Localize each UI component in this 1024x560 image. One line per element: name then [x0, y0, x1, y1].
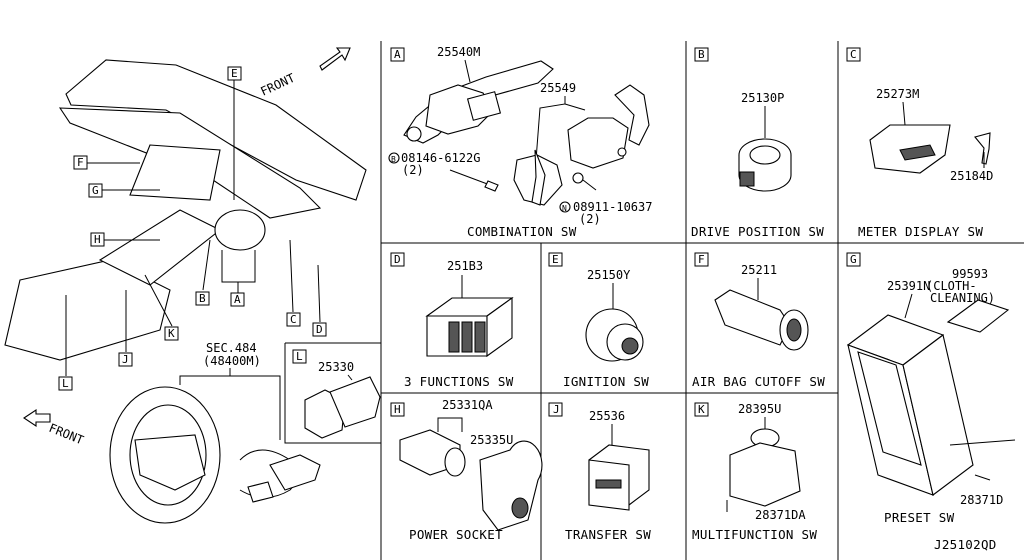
part-number: 25549	[540, 81, 576, 95]
combination-switch-drawing: 25540M 25549 B 08146-6122G (2) N 08911-1…	[388, 45, 652, 226]
sec-reference: SEC.484	[206, 341, 257, 355]
part-number: 251B3	[447, 259, 483, 273]
section-letter-H: H	[390, 402, 405, 417]
part-number: 25540M	[437, 45, 480, 59]
svg-text:J: J	[122, 353, 129, 366]
switch-L-drawing: 25330	[304, 360, 381, 439]
svg-text:D: D	[316, 323, 323, 336]
svg-text:K: K	[168, 327, 175, 340]
part-number: 25130P	[741, 91, 784, 105]
part-number: 25331QA	[442, 398, 493, 412]
caption-3-functions-sw: 3 FUNCTIONS SW	[404, 374, 514, 389]
svg-text:C: C	[850, 48, 857, 61]
caption-combination-sw: COMBINATION SW	[467, 224, 577, 239]
power-socket-drawing: 25331QA 25335U	[399, 398, 543, 531]
sec-part-number: (48400M)	[203, 354, 261, 368]
caption-power-socket: POWER SOCKET	[409, 527, 503, 542]
section-letter-F: F	[694, 252, 709, 267]
diagram-code: J25102QD	[934, 537, 997, 552]
part-number: 25391N	[887, 279, 930, 293]
front-label-top: FRONT	[258, 71, 297, 99]
section-letter-G: G	[846, 252, 861, 267]
preset-switch-drawing: 99593 (CLOTH- CLEANING) 25391N 28371D	[846, 267, 1016, 507]
svg-text:B: B	[199, 292, 206, 305]
svg-text:N: N	[562, 204, 567, 213]
part-number: 25273M	[876, 87, 919, 101]
section-letter-C: C	[846, 47, 861, 62]
section-letter-J: J	[548, 402, 563, 417]
caption-drive-position-sw: DRIVE POSITION SW	[691, 224, 824, 239]
svg-text:G: G	[92, 184, 99, 197]
svg-text:E: E	[231, 67, 238, 80]
section-letter-L: L	[292, 349, 307, 364]
svg-text:A: A	[234, 293, 241, 306]
svg-text:K: K	[698, 403, 705, 416]
part-number: 25184D	[950, 169, 993, 183]
caption-transfer-sw: TRANSFER SW	[565, 527, 651, 542]
section-letter-B: B	[694, 47, 709, 62]
part-number: 25536	[589, 409, 625, 423]
air-bag-cutoff-switch-drawing: 25211	[714, 263, 809, 351]
svg-text:L: L	[296, 350, 303, 363]
multifunction-switch-drawing: 28395U 28371DA	[726, 402, 806, 522]
grid-lines	[284, 41, 1024, 560]
svg-text:(2): (2)	[579, 212, 601, 226]
part-number: 25150Y	[587, 268, 631, 282]
svg-text:H: H	[394, 403, 401, 416]
section-letter-A: A	[390, 47, 405, 62]
part-number: 08911-10637	[573, 200, 652, 214]
caption-preset-sw: PRESET SW	[884, 510, 955, 525]
svg-text:A: A	[394, 48, 401, 61]
three-functions-switch-drawing: 251B3	[425, 259, 514, 358]
svg-text:G: G	[850, 253, 857, 266]
meter-display-switch-drawing: 25273M 25184D	[869, 87, 993, 183]
svg-text:F: F	[698, 253, 705, 266]
section-letter-K: K	[694, 402, 709, 417]
svg-text:B: B	[698, 48, 705, 61]
section-letter-E: E	[548, 252, 563, 267]
svg-text:C: C	[290, 313, 297, 326]
ignition-switch-drawing: 25150Y	[585, 268, 644, 362]
svg-text:B: B	[391, 155, 396, 164]
svg-text:E: E	[552, 253, 559, 266]
section-letter-D: D	[390, 252, 405, 267]
part-number: 25211	[741, 263, 777, 277]
caption-meter-display-sw: METER DISPLAY SW	[858, 224, 983, 239]
svg-text:F: F	[77, 156, 84, 169]
caption-ignition-sw: IGNITION SW	[563, 374, 649, 389]
svg-text:J: J	[553, 403, 560, 416]
transfer-switch-drawing: 25536	[588, 409, 650, 511]
part-number: 99593	[952, 267, 988, 281]
part-number: 28371DA	[755, 508, 806, 522]
drive-position-switch-drawing: 25130P	[738, 91, 792, 192]
svg-text:L: L	[62, 377, 69, 390]
part-number: 28395U	[738, 402, 781, 416]
svg-text:(CLOTH-: (CLOTH-	[926, 279, 977, 293]
caption-air-bag-cutoff-sw: AIR BAG CUTOFF SW	[692, 374, 825, 389]
part-number: 25330	[318, 360, 354, 374]
svg-text:H: H	[94, 233, 101, 246]
part-number: 08146-6122G	[401, 151, 480, 165]
caption-multifunction-sw: MULTIFUNCTION SW	[692, 527, 817, 542]
vehicle-overview: FRONT E F G H B A C D K J L SEC.484 (484…	[4, 47, 367, 524]
part-number: 28371D	[960, 493, 1003, 507]
front-label-bottom: FRONT	[47, 421, 86, 448]
svg-text:D: D	[394, 253, 401, 266]
part-number: 25335U	[470, 433, 513, 447]
svg-text:(2): (2)	[402, 163, 424, 177]
